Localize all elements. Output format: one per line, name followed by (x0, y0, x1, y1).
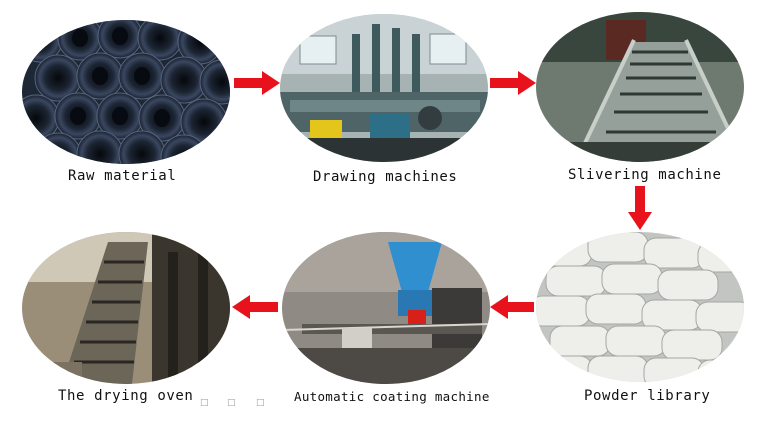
caption-drawing-machines: Drawing machines (313, 169, 458, 185)
powder-library-photo (536, 232, 744, 382)
arrow-left-icon (232, 295, 278, 319)
caption-raw-material: Raw material (68, 168, 177, 184)
arrow-right-icon (490, 71, 536, 95)
raw-material-photo (22, 20, 230, 164)
arrow-down-icon (628, 186, 652, 230)
caption-automatic-coating-machine: Automatic coating machine (294, 389, 490, 404)
arrow-right-icon (234, 71, 280, 95)
slivering-machine-photo (536, 12, 744, 162)
arrow-left-icon (490, 295, 534, 319)
drawing-machines-photo (280, 14, 488, 162)
stray-mark: □ (227, 398, 236, 408)
stray-mark: □ (256, 398, 265, 408)
caption-powder-library: Powder library (584, 388, 711, 404)
automatic-coating-machine-photo (282, 232, 490, 384)
drying-oven-photo (22, 232, 230, 384)
caption-the-drying-oven: The drying oven (58, 388, 194, 404)
stray-mark: □ (200, 398, 209, 408)
caption-slivering-machine: Slivering machine (568, 167, 722, 183)
